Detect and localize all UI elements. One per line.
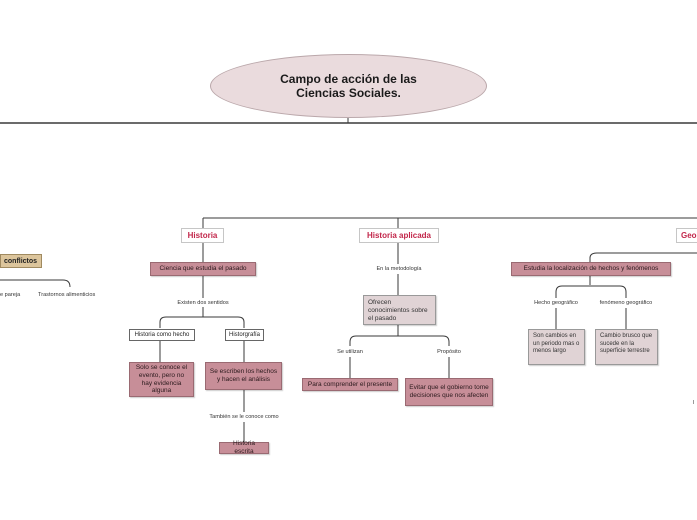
topic-geografia-label: Geo bbox=[681, 231, 697, 240]
historia-sense-b-detail-text: Se escriben los hechos y hacen el anális… bbox=[209, 368, 278, 383]
conflictos-topic[interactable]: conflictos bbox=[0, 254, 42, 268]
aplicada-purpose-text: Evitar que el gobierno tome decisiones q… bbox=[409, 384, 489, 399]
aplicada-use[interactable]: Para comprender el presente bbox=[302, 378, 398, 391]
historia-alias-text: Historia escrita bbox=[232, 440, 256, 455]
aplicada-offer-text: Ofrecen conocimientos sobre el pasado bbox=[368, 299, 428, 322]
historia-sense-a-detail-text: Solo se conoce el evento, pero no hay ev… bbox=[135, 364, 188, 395]
geografia-phen-label: fenómeno geográfico bbox=[599, 300, 653, 306]
geografia-phen-detail[interactable]: Cambio brusco que sucede en la superfici… bbox=[595, 329, 658, 365]
historia-definition[interactable]: Ciencia que estudia el pasado bbox=[150, 262, 256, 276]
historia-sense-b-text: Historgrafía bbox=[228, 332, 260, 338]
geografia-fact-detail[interactable]: Son cambios en un periodo mas o menos la… bbox=[528, 329, 585, 365]
historia-sense-a-text: Historia como hecho bbox=[134, 332, 190, 338]
aplicada-use-text: Para comprender el presente bbox=[307, 380, 393, 388]
historia-definition-text: Ciencia que estudia el pasado bbox=[159, 265, 247, 273]
geografia-fact-label: Hecho geográfico bbox=[534, 300, 578, 306]
topic-historia-aplicada[interactable]: Historia aplicada bbox=[359, 228, 439, 243]
historia-link-label: Existen dos sentidos bbox=[177, 300, 229, 306]
conflictos-label: conflictos bbox=[4, 257, 38, 265]
topic-historia[interactable]: Historia bbox=[181, 228, 224, 243]
topic-historia-aplicada-label: Historia aplicada bbox=[366, 231, 432, 240]
aplicada-branch-b-label: Propósito bbox=[437, 349, 461, 355]
geografia-definition[interactable]: Estudia la localización de hechos y fenó… bbox=[511, 262, 671, 276]
right-edge-fragment: l bbox=[693, 400, 695, 406]
geografia-definition-text: Estudia la localización de hechos y fenó… bbox=[523, 265, 659, 273]
historia-sense-a[interactable]: Historia como hecho bbox=[129, 329, 195, 341]
geografia-fact-detail-text: Son cambios en un periodo mas o menos la… bbox=[533, 333, 580, 354]
aplicada-offer[interactable]: Ofrecen conocimientos sobre el pasado bbox=[363, 295, 436, 325]
topic-geografia[interactable]: Geo bbox=[676, 228, 697, 243]
historia-alias[interactable]: Historia escrita bbox=[219, 440, 269, 455]
root-topic[interactable]: Campo de acción de las Ciencias Sociales… bbox=[210, 54, 487, 118]
aplicada-link-label: En la metodología bbox=[376, 266, 422, 272]
historia-sense-b-detail[interactable]: Se escriben los hechos y hacen el anális… bbox=[205, 362, 282, 390]
aplicada-branch-a-label: Se utilizan bbox=[337, 349, 363, 355]
topic-historia-label: Historia bbox=[187, 231, 218, 240]
historia-sense-a-detail[interactable]: Solo se conoce el evento, pero no hay ev… bbox=[129, 362, 194, 397]
historia-sense-b[interactable]: Historgrafía bbox=[225, 329, 264, 341]
trastornos-label: Trastornos alimenticios bbox=[38, 292, 96, 298]
aplicada-purpose[interactable]: Evitar que el gobierno tome decisiones q… bbox=[405, 378, 493, 406]
pareja-label: e pareja bbox=[0, 292, 21, 298]
historia-link2-label: También se le conoce como bbox=[209, 414, 279, 420]
geografia-phen-detail-text: Cambio brusco que sucede en la superfici… bbox=[600, 333, 653, 354]
root-title: Campo de acción de las Ciencias Sociales… bbox=[280, 72, 417, 100]
